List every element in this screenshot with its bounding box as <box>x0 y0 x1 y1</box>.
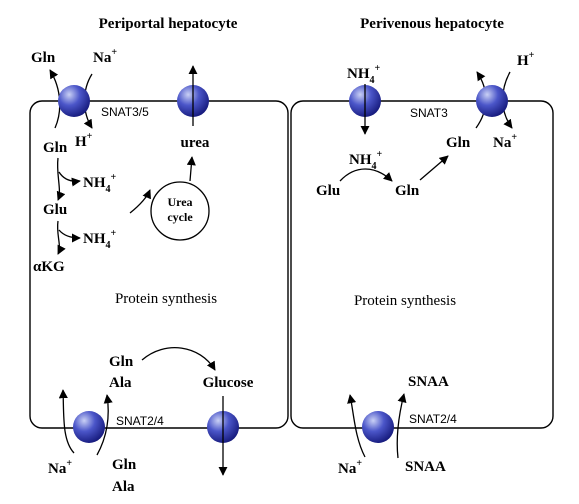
glucose-label: Glucose <box>203 375 254 391</box>
urea-label: urea <box>181 135 210 151</box>
na-label-bottom: Na+ <box>48 458 72 477</box>
snaa-influx-arrow <box>396 393 407 459</box>
title-perivenous: Perivenous hepatocyte <box>360 16 504 32</box>
gln-in-label: Gln <box>43 140 68 156</box>
h-label: H+ <box>75 131 93 150</box>
gluconeogenesis-arrow <box>141 347 216 371</box>
akg-label: αKG <box>33 259 65 275</box>
snat24-transporter-right <box>362 411 394 443</box>
gln-label-bottom: Gln <box>112 457 137 473</box>
snat35-label: SNAT3/5 <box>101 105 149 119</box>
nh4-label-2: NH4+ <box>83 228 117 251</box>
urea-cycle-label-2: cycle <box>167 210 193 224</box>
gln-label-mid: Gln <box>395 183 420 199</box>
glu-label-right: Glu <box>316 183 340 199</box>
nh4-label-1: NH4+ <box>83 172 117 195</box>
gln-label-right: Gln <box>446 135 471 151</box>
protein-synthesis-right: Protein synthesis <box>354 293 456 309</box>
glu-to-akg-arrow <box>56 220 66 255</box>
gln-ala-influx-arrow <box>96 394 113 456</box>
na-label: Na+ <box>93 47 117 66</box>
na-label-right-bottom: Na+ <box>338 458 362 477</box>
protein-synthesis-left: Protein synthesis <box>115 291 217 307</box>
snat24-transporter-left <box>73 411 105 443</box>
nh4-to-urea-cycle-arrow <box>129 189 151 214</box>
perivenous-cell <box>290 100 554 429</box>
urea-cycle-label-1: Urea <box>167 195 192 209</box>
glu-to-gln-arrow <box>339 168 393 182</box>
snat3-transporter <box>476 85 508 117</box>
periportal-cell <box>29 100 289 429</box>
snat24-label-left: SNAT2/4 <box>116 414 164 428</box>
urea-cycle-circle <box>150 181 210 241</box>
ala-label-bottom: Ala <box>112 479 135 495</box>
urea-cycle-to-urea-arrow <box>186 156 196 182</box>
gln-to-transporter-arrow <box>419 155 449 181</box>
gln-out-label: Gln <box>31 50 56 66</box>
gln-label-2: Gln <box>109 354 134 370</box>
na-influx-arrow-right <box>347 394 366 458</box>
ala-label-2: Ala <box>109 375 132 391</box>
nh4-label-mid: NH4+ <box>349 149 383 172</box>
snaa-label-top: SNAA <box>408 374 449 390</box>
h-label-right: H+ <box>517 50 535 69</box>
title-periportal: Periportal hepatocyte <box>99 16 238 32</box>
na-influx-arrow-bottom <box>58 389 75 454</box>
snat35-transporter <box>58 85 90 117</box>
nh4-label-right: NH4+ <box>347 63 381 86</box>
snaa-label-bottom: SNAA <box>405 459 446 475</box>
glu-label: Glu <box>43 202 67 218</box>
snat3-label: SNAT3 <box>410 106 448 120</box>
gln-to-glu-arrow <box>56 157 66 201</box>
nh4-release-arrow-1 <box>58 171 81 187</box>
nh4-release-arrow-2 <box>58 229 81 243</box>
snat24-label-right: SNAT2/4 <box>409 412 457 426</box>
na-label-right: Na+ <box>493 132 517 151</box>
